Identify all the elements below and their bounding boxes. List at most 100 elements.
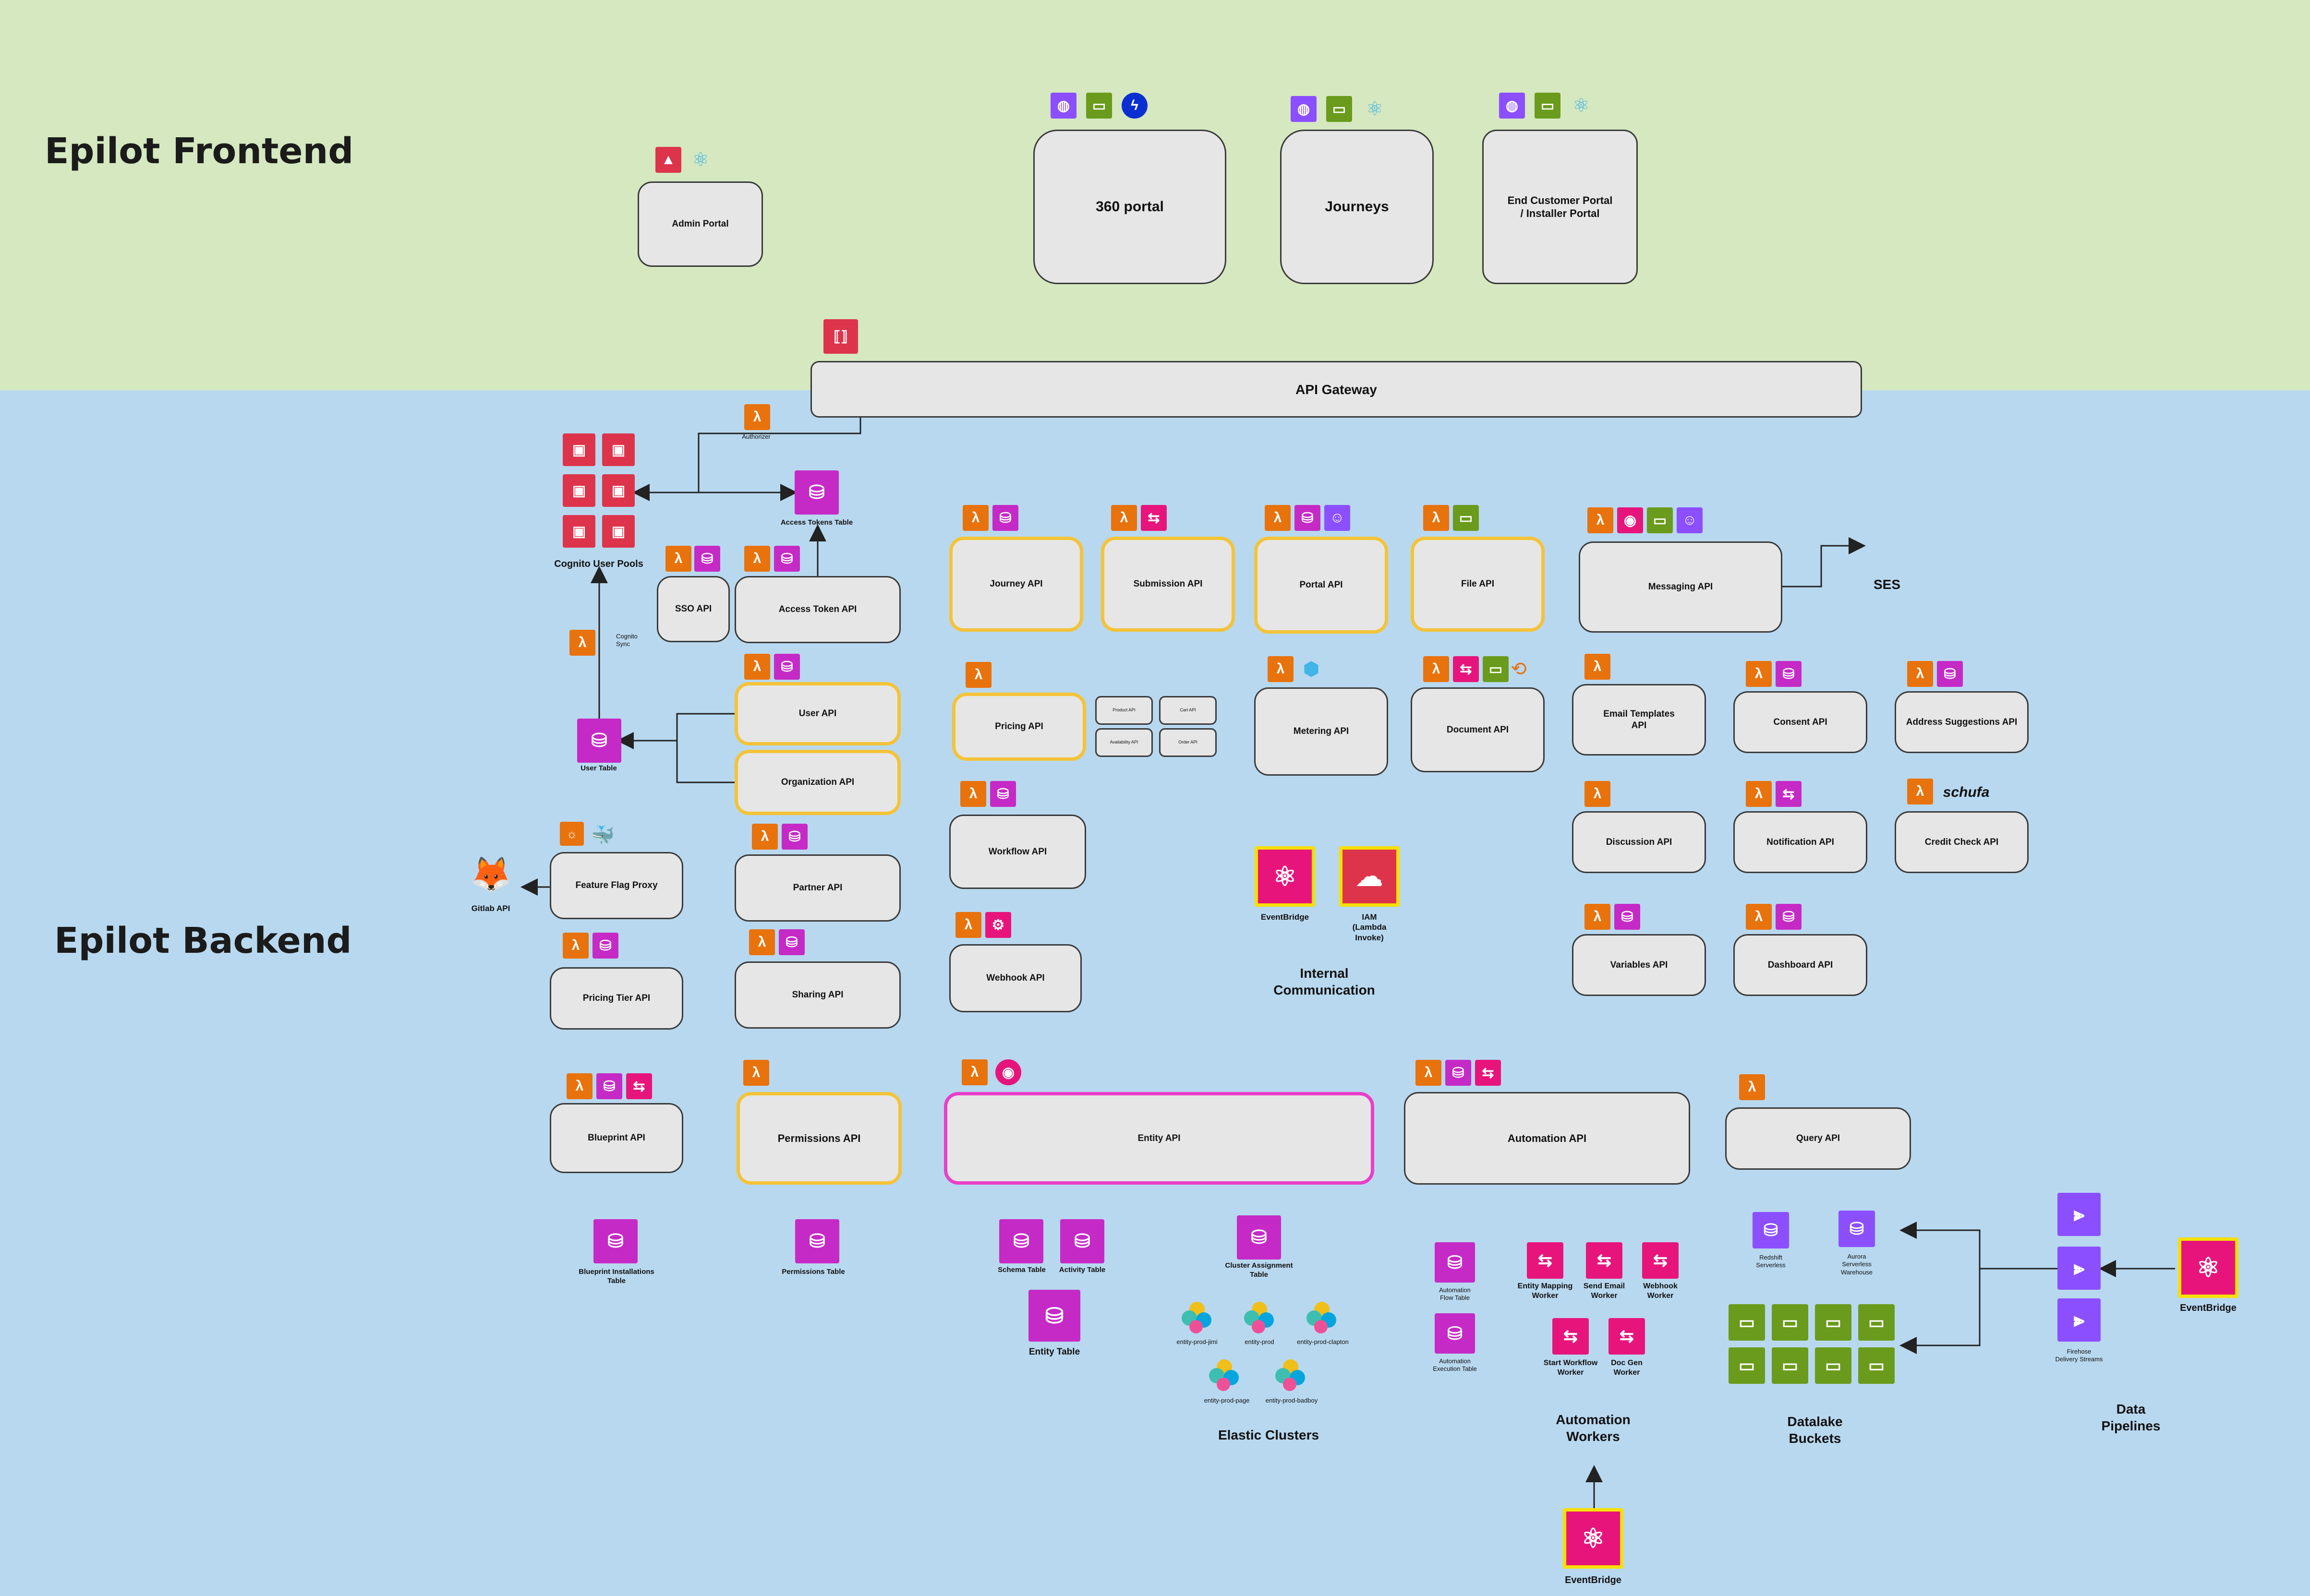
permissions-api-box[interactable]: Permissions API bbox=[737, 1092, 902, 1185]
notification-api-box[interactable]: Notification API bbox=[1733, 811, 1867, 873]
dynamodb-icon: ⛁ bbox=[990, 781, 1016, 807]
lambda-icon: λ bbox=[744, 404, 770, 430]
organization-api-box[interactable]: Organization API bbox=[735, 750, 901, 815]
lambda-icon: λ bbox=[1746, 661, 1772, 687]
journey-api-box[interactable]: Journey API bbox=[949, 537, 1083, 632]
submission-api-box[interactable]: Submission API bbox=[1101, 537, 1235, 632]
dynamodb-icon: ⛁ bbox=[1445, 1060, 1471, 1086]
s3-bucket-icon: ▭ bbox=[1858, 1304, 1895, 1341]
lambda-icon: λ bbox=[955, 912, 981, 938]
portal-360-box[interactable]: 360 portal bbox=[1033, 130, 1226, 284]
docker-icon: 🐳 bbox=[591, 824, 615, 846]
gitlab-api-label: Gitlab API bbox=[471, 904, 510, 913]
eventbridge-label: EventBridge bbox=[1565, 1575, 1621, 1585]
user-api-box[interactable]: User API bbox=[735, 682, 901, 745]
document-api-box[interactable]: Document API bbox=[1411, 687, 1545, 772]
elastic-cluster-label: entity-prod bbox=[1245, 1338, 1274, 1345]
elasticsearch-icon bbox=[1272, 1356, 1309, 1393]
credit-check-api-box[interactable]: Credit Check API bbox=[1895, 811, 2029, 873]
lambda-icon: λ bbox=[1746, 781, 1772, 807]
partner-api-box[interactable]: Partner API bbox=[735, 854, 901, 922]
workflow-api-box[interactable]: Workflow API bbox=[949, 815, 1086, 889]
cognito-icon: ☺ bbox=[1324, 505, 1350, 531]
lambda-icon: λ bbox=[963, 505, 989, 531]
gitlab-icon: 🦊 bbox=[470, 855, 512, 893]
dynamodb-icon: ⛁ bbox=[1294, 505, 1320, 531]
lambda-icon: λ bbox=[1111, 505, 1137, 531]
ses-label: SES bbox=[1873, 577, 1901, 592]
address-suggestions-api-box[interactable]: Address Suggestions API bbox=[1895, 691, 2029, 753]
data-pipelines-label: Data Pipelines bbox=[2101, 1402, 2161, 1433]
consent-api-box[interactable]: Consent API bbox=[1733, 691, 1867, 753]
eventbridge-icon: ⚛ bbox=[2178, 1237, 2238, 1298]
lambda-icon: λ bbox=[563, 933, 589, 959]
dynamodb-icon: ⛁ bbox=[1937, 661, 1963, 687]
lambda-icon: λ bbox=[744, 654, 770, 680]
portal-api-box[interactable]: Portal API bbox=[1254, 537, 1388, 634]
sharing-api-box[interactable]: Sharing API bbox=[735, 961, 901, 1029]
messaging-api-box[interactable]: Messaging API bbox=[1579, 541, 1782, 633]
entity-api-box[interactable]: Entity API bbox=[944, 1092, 1374, 1185]
firehose-icon: ⫸ bbox=[2057, 1298, 2101, 1342]
dynamodb-icon: ⛁ bbox=[1435, 1242, 1475, 1283]
admin-portal-box[interactable]: Admin Portal bbox=[638, 181, 763, 267]
variables-api-box[interactable]: Variables API bbox=[1572, 934, 1706, 996]
lambda-icon: λ bbox=[960, 781, 986, 807]
dynamodb-icon: ⛁ bbox=[1237, 1215, 1281, 1260]
sso-api-box[interactable]: SSO API bbox=[657, 576, 730, 642]
lambda-icon: λ bbox=[752, 824, 778, 850]
lambda-icon: λ bbox=[962, 1059, 988, 1085]
lambda-icon: λ bbox=[1265, 505, 1291, 531]
cognito-icon: ▣ bbox=[602, 515, 635, 548]
sqs-icon: ⇆ bbox=[1453, 656, 1479, 682]
dynamodb-icon: ⛁ bbox=[779, 929, 805, 955]
dashboard-api-box[interactable]: Dashboard API bbox=[1733, 934, 1867, 996]
lambda-icon: λ bbox=[1907, 661, 1933, 687]
dynamodb-icon: ⛁ bbox=[1060, 1219, 1104, 1263]
backend-title: Epilot Backend bbox=[54, 920, 352, 961]
s3-bucket-icon: ▭ bbox=[1815, 1347, 1851, 1384]
s3-icon: ▭ bbox=[1086, 93, 1112, 119]
api-gateway-icon: ⟦⟧ bbox=[823, 319, 858, 354]
access-token-api-box[interactable]: Access Token API bbox=[735, 576, 901, 643]
aurora-icon: ⛁ bbox=[1838, 1211, 1875, 1247]
s3-bucket-icon: ▭ bbox=[1772, 1304, 1808, 1341]
schufa-logo: schufa bbox=[1943, 784, 1990, 800]
feature-flag-proxy-box[interactable]: Feature Flag Proxy bbox=[550, 852, 683, 919]
file-api-box[interactable]: File API bbox=[1411, 537, 1545, 632]
end-customer-portal-box[interactable]: End Customer Portal / Installer Portal bbox=[1482, 130, 1638, 284]
journeys-box[interactable]: Journeys bbox=[1280, 130, 1434, 284]
s3-bucket-icon: ▭ bbox=[1815, 1304, 1851, 1341]
dynamodb-icon: ⛁ bbox=[596, 1073, 622, 1099]
blueprint-api-box[interactable]: Blueprint API bbox=[550, 1103, 683, 1173]
product-api-box[interactable]: Product API bbox=[1095, 696, 1153, 725]
sqs-icon: ⇆ bbox=[1776, 781, 1802, 807]
lambda-icon: λ bbox=[749, 929, 775, 955]
lambda-icon: λ bbox=[743, 1060, 769, 1086]
cognito-user-pools-label: Cognito User Pools bbox=[554, 559, 643, 569]
react-icon: ⚛ bbox=[1366, 98, 1383, 120]
pricing-tier-api-box[interactable]: Pricing Tier API bbox=[550, 967, 683, 1030]
metering-api-box[interactable]: Metering API bbox=[1254, 687, 1388, 776]
availability-api-box[interactable]: Availability API bbox=[1095, 728, 1153, 757]
eventbridge-label: EventBridge bbox=[2180, 1303, 2237, 1313]
automation-execution-table-label: Automation Execution Table bbox=[1433, 1357, 1477, 1373]
discussion-api-box[interactable]: Discussion API bbox=[1572, 811, 1706, 873]
pricing-api-box[interactable]: Pricing API bbox=[952, 693, 1086, 761]
firehose-delivery-streams-label: Firehose Delivery Streams bbox=[2055, 1348, 2103, 1363]
cart-api-box[interactable]: Cart API bbox=[1159, 696, 1217, 725]
eventbridge-icon: ⚛ bbox=[1255, 846, 1315, 907]
dynamodb-icon: ⛁ bbox=[1435, 1313, 1475, 1354]
order-api-box[interactable]: Order API bbox=[1159, 728, 1217, 757]
authorizer-label: Authorizer bbox=[742, 433, 771, 440]
s3-bucket-icon: ▭ bbox=[1729, 1347, 1765, 1384]
query-api-box[interactable]: Query API bbox=[1725, 1107, 1911, 1170]
amplify-icon: ▲ bbox=[655, 147, 681, 173]
automation-api-box[interactable]: Automation API bbox=[1404, 1092, 1690, 1185]
email-templates-api-box[interactable]: Email Templates API bbox=[1572, 684, 1706, 756]
s3-icon: ▭ bbox=[1535, 93, 1560, 119]
webhook-api-box[interactable]: Webhook API bbox=[949, 944, 1082, 1012]
timestream-icon: ⬢ bbox=[1303, 659, 1320, 680]
api-gateway-box[interactable]: API Gateway bbox=[810, 361, 1862, 418]
lambda-icon: λ bbox=[665, 546, 691, 572]
